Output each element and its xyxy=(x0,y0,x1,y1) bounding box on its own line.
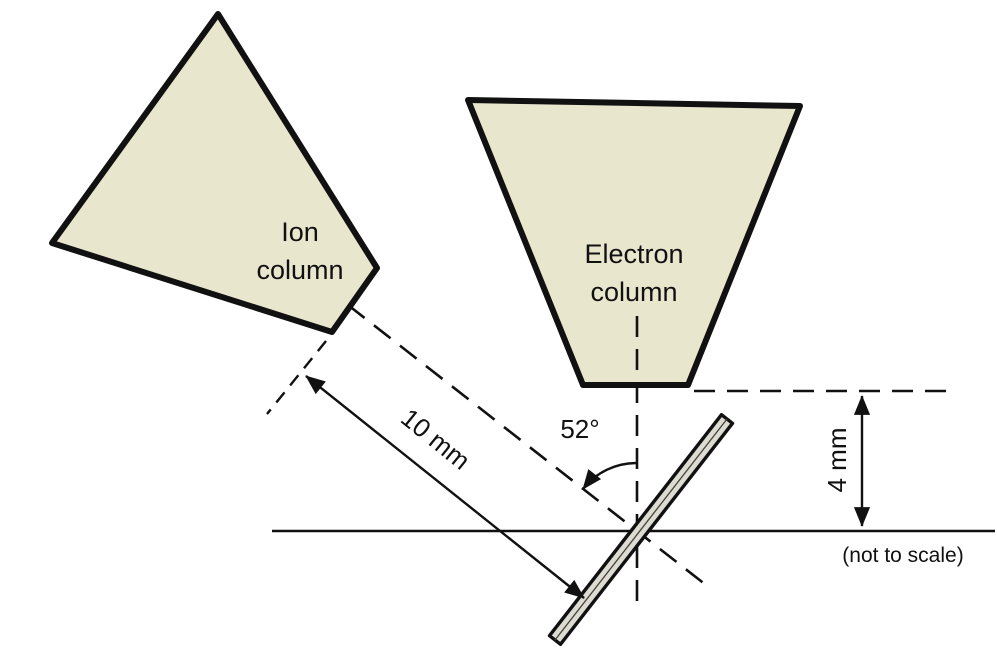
distance-dimension-arrow xyxy=(305,375,585,599)
ion-column-label-line2: column xyxy=(256,255,343,285)
tilt-angle-arc xyxy=(582,461,638,490)
electron-column-label-line1: Electron xyxy=(584,239,683,269)
ion-column-label-line1: Ion xyxy=(281,217,319,247)
not-to-scale-note: (not to scale) xyxy=(842,544,963,567)
electron-column-label-line2: column xyxy=(590,277,677,307)
ion-beam-axis-dashed-line xyxy=(347,303,707,587)
sample-slab-center-line xyxy=(554,418,728,641)
tilt-angle-label: 52° xyxy=(560,414,599,444)
ion-tip-witness-dashed-line xyxy=(266,340,327,415)
ion-column-shape xyxy=(49,11,380,335)
electron-column-shape xyxy=(465,97,803,388)
distance-dimension-label: 10 mm xyxy=(395,402,476,475)
height-dimension-label: 4 mm xyxy=(822,428,852,493)
